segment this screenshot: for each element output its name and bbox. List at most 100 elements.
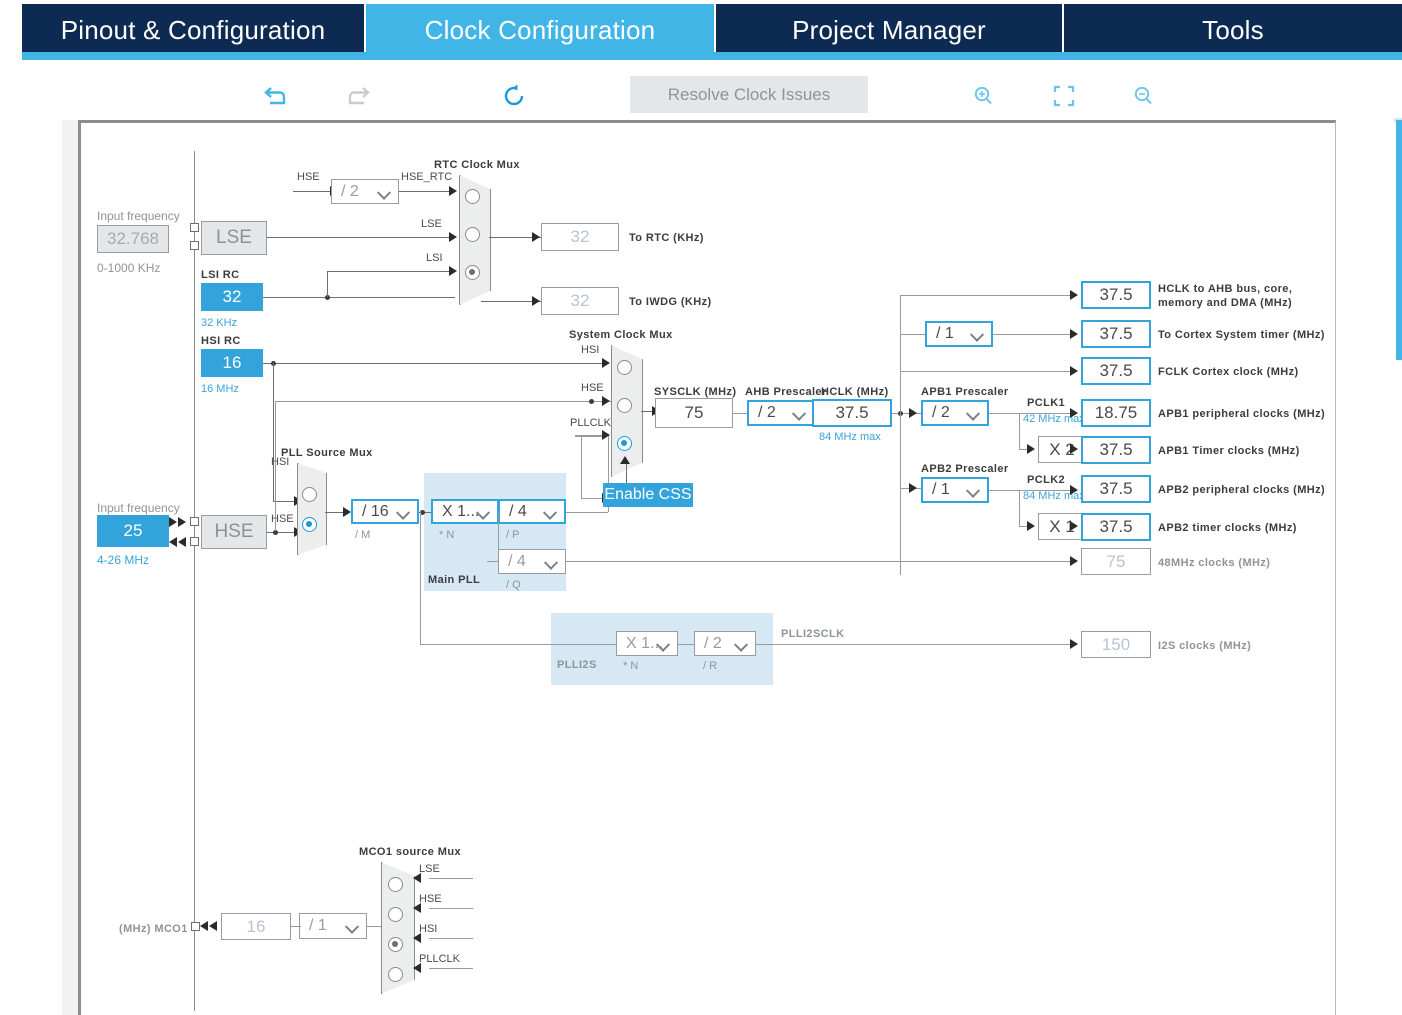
pll-mux-port-hsi[interactable] bbox=[302, 487, 317, 502]
tab-underline bbox=[22, 52, 1402, 60]
canvas-shadow bbox=[62, 120, 78, 1015]
pll-p-divider-select[interactable]: / 4 bbox=[498, 499, 566, 524]
plli2s-r-divider-select[interactable]: / 2 bbox=[694, 631, 756, 656]
hsi-rc-title: HSI RC bbox=[201, 335, 241, 347]
apb1-prescaler-select[interactable]: / 2 bbox=[921, 400, 989, 426]
apb1-prescaler-label: APB1 Prescaler bbox=[921, 386, 1009, 398]
tab-label: Pinout & Configuration bbox=[60, 14, 326, 45]
pll-m-divider-select[interactable]: / 16 bbox=[351, 499, 419, 524]
rtc-mux-port-lsi[interactable] bbox=[465, 265, 480, 280]
mux-body bbox=[297, 463, 327, 555]
redo-icon bbox=[348, 87, 370, 105]
undo-button[interactable] bbox=[256, 76, 296, 116]
resolve-clock-issues-button[interactable]: Resolve Clock Issues bbox=[630, 76, 868, 113]
tab-clock-configuration[interactable]: Clock Configuration bbox=[366, 4, 716, 56]
output-value-6: 37.5 bbox=[1081, 513, 1151, 541]
output-value-3: 18.75 bbox=[1081, 399, 1151, 427]
tab-pinout-configuration[interactable]: Pinout & Configuration bbox=[22, 4, 366, 56]
pll-n-multiplier-select[interactable]: X 1... bbox=[431, 499, 499, 524]
to-iwdg-label: To IWDG (KHz) bbox=[629, 296, 712, 308]
sysmux-pllclk-label: PLLCLK bbox=[570, 417, 611, 429]
rtc-clock-mux[interactable] bbox=[459, 175, 491, 305]
chevron-down-icon bbox=[546, 557, 557, 564]
to-rtc-label: To RTC (KHz) bbox=[629, 232, 704, 244]
chevron-down-icon bbox=[478, 507, 489, 514]
chevron-down-icon bbox=[545, 507, 556, 514]
pll-mux-port-hse[interactable] bbox=[302, 517, 317, 532]
mco1-source-mux-title: MCO1 source Mux bbox=[359, 846, 461, 858]
pll-n-value: X 1... bbox=[442, 502, 480, 520]
lse-signal-label: LSE bbox=[421, 218, 442, 230]
refresh-button[interactable] bbox=[494, 76, 534, 116]
chevron-down-icon bbox=[658, 639, 669, 646]
mco1-divider-select[interactable]: / 1 bbox=[299, 913, 367, 939]
apb2-prescaler-label: APB2 Prescaler bbox=[921, 463, 1009, 475]
sysmux-port-pllclk[interactable] bbox=[617, 436, 632, 451]
output-label-6: APB2 timer clocks (MHz) bbox=[1158, 522, 1297, 534]
ahb-prescaler-value: / 2 bbox=[758, 404, 776, 421]
junction-dot bbox=[420, 510, 425, 515]
cortex-systimer-divider-select[interactable]: / 1 bbox=[925, 321, 993, 347]
mco1-port-pllclk[interactable] bbox=[388, 967, 403, 982]
output-label-1: To Cortex System timer (MHz) bbox=[1158, 329, 1325, 341]
pclk1-label: PCLK1 bbox=[1027, 397, 1066, 409]
pclk2-max-label: 84 MHz max bbox=[1023, 490, 1085, 502]
pll-source-mux-title: PLL Source Mux bbox=[281, 447, 373, 459]
output-value-1: 37.5 bbox=[1081, 320, 1151, 348]
main-pll-title: Main PLL bbox=[428, 574, 481, 586]
apb1-timer-multiplier: X 2 bbox=[1038, 436, 1086, 463]
output-label-4: APB1 Timer clocks (MHz) bbox=[1158, 445, 1300, 457]
chevron-down-icon bbox=[736, 639, 747, 646]
hse-input-frequency-field[interactable]: 25 bbox=[97, 515, 169, 547]
rtc-mux-port-lse[interactable] bbox=[465, 227, 480, 242]
mco1-port-hsi[interactable] bbox=[388, 937, 403, 952]
fit-to-screen-button[interactable] bbox=[1044, 76, 1084, 116]
pll-q-value: / 4 bbox=[508, 552, 526, 570]
output-label-0a: HCLK to AHB bus, core, bbox=[1158, 283, 1293, 295]
enable-css-button[interactable]: Enable CSS bbox=[603, 483, 693, 507]
mco1-lse-label: LSE bbox=[419, 863, 440, 875]
output-label-5: APB2 peripheral clocks (MHz) bbox=[1158, 484, 1326, 496]
clock-tree-canvas[interactable]: Input frequency 32.768 0-1000 KHz LSE HS… bbox=[78, 120, 1336, 1015]
output-label-8: I2S clocks (MHz) bbox=[1158, 640, 1252, 652]
mco1-port-lse[interactable] bbox=[388, 877, 403, 892]
pllmux-hse-label: HSE bbox=[271, 513, 294, 525]
scrollbar-thumb[interactable] bbox=[1396, 120, 1402, 360]
hclk-label: HCLK (MHz) bbox=[821, 386, 889, 398]
apb1-prescaler-value: / 2 bbox=[932, 404, 950, 421]
rtc-hse-divider-select[interactable]: / 2 bbox=[331, 179, 399, 204]
rtc-mux-port-hse-rtc[interactable] bbox=[465, 189, 480, 204]
system-clock-mux-title: System Clock Mux bbox=[569, 329, 673, 341]
mco1-hsi-label: HSI bbox=[419, 923, 438, 935]
tab-project-manager[interactable]: Project Manager bbox=[716, 4, 1064, 56]
redo-button[interactable] bbox=[338, 76, 378, 116]
apb2-prescaler-select[interactable]: / 1 bbox=[921, 477, 989, 503]
sysmux-port-hse[interactable] bbox=[617, 398, 632, 413]
plli2s-n-multiplier-select[interactable]: X 1... bbox=[616, 631, 678, 656]
pll-p-label: / P bbox=[506, 529, 520, 541]
lsi-value-field[interactable]: 32 bbox=[201, 283, 263, 311]
lse-input-frequency-field[interactable]: 32.768 bbox=[97, 225, 169, 253]
output-value-5: 37.5 bbox=[1081, 475, 1151, 503]
pll-source-mux[interactable] bbox=[297, 463, 327, 555]
tab-tools[interactable]: Tools bbox=[1064, 4, 1402, 56]
zoom-out-button[interactable] bbox=[1124, 76, 1164, 116]
plli2s-title: PLLI2S bbox=[557, 659, 597, 671]
ahb-prescaler-select[interactable]: / 2 bbox=[747, 400, 815, 426]
hsi-value-field[interactable]: 16 bbox=[201, 349, 263, 377]
mco1-source-mux[interactable] bbox=[381, 862, 415, 994]
tab-bar: Pinout & Configuration Clock Configurati… bbox=[0, 0, 1402, 60]
mco1-pin-label: (MHz) MCO1 bbox=[119, 923, 188, 935]
sysmux-port-hsi[interactable] bbox=[617, 360, 632, 375]
output-label-7: 48MHz clocks (MHz) bbox=[1158, 557, 1271, 569]
to-iwdg-value: 32 bbox=[541, 287, 619, 315]
zoom-in-button[interactable] bbox=[964, 76, 1004, 116]
lse-range-label: 0-1000 KHz bbox=[97, 261, 161, 275]
hse-oscillator-box[interactable]: HSE bbox=[201, 515, 267, 549]
mco1-port-hse[interactable] bbox=[388, 907, 403, 922]
pll-m-label: / M bbox=[355, 529, 371, 541]
pll-q-divider-select[interactable]: / 4 bbox=[498, 549, 566, 574]
sysmux-hse-label: HSE bbox=[581, 382, 604, 394]
lse-oscillator-box[interactable]: LSE bbox=[201, 221, 267, 255]
sysclk-value: 75 bbox=[655, 398, 733, 428]
